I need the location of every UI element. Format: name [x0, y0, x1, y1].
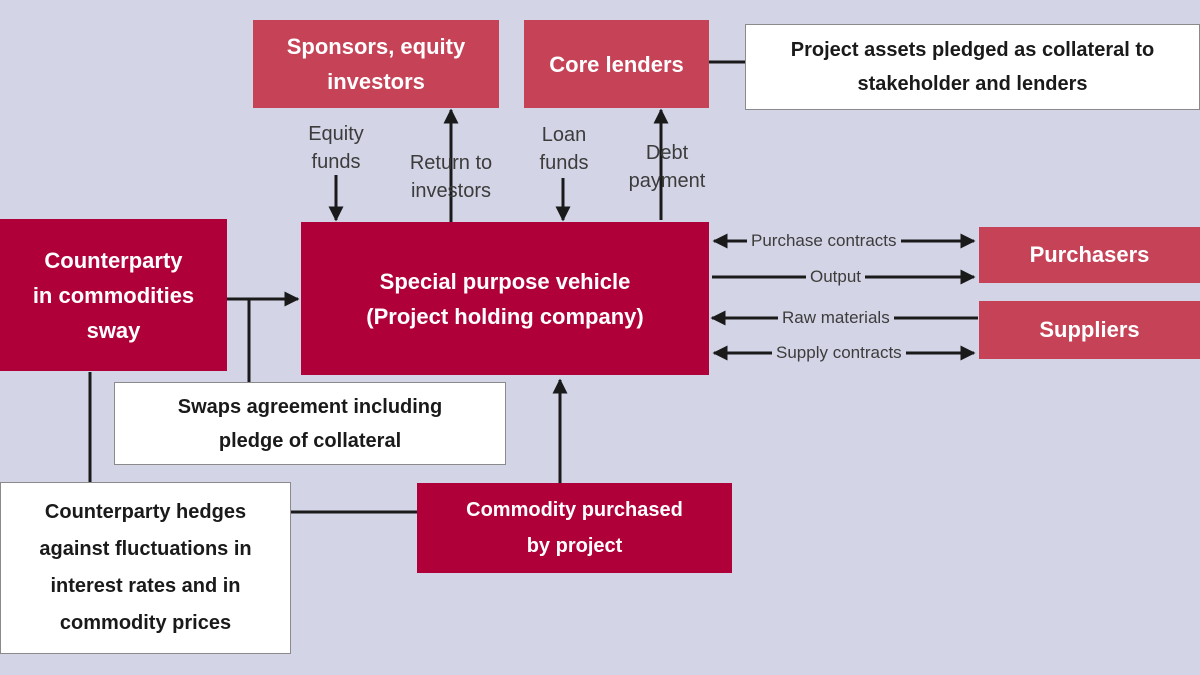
core-lenders-box: Core lenders	[524, 20, 709, 108]
purchase-contracts-label: Purchase contracts	[747, 231, 901, 251]
loan-funds-label: Loan funds	[539, 124, 589, 174]
purchasers-box: Purchasers	[979, 227, 1200, 283]
swaps-note: Swaps agreement including pledge of coll…	[114, 382, 506, 465]
output-label: Output	[806, 267, 866, 287]
suppliers-box: Suppliers	[979, 301, 1200, 359]
supply-contracts-label: Supply contracts	[772, 343, 906, 363]
raw-materials-label: Raw materials	[778, 308, 894, 328]
debt-payment-label: Debt payment	[628, 142, 706, 192]
collateral-note: Project assets pledged as collateral to …	[745, 24, 1200, 110]
equity-funds-label: Equity funds	[308, 123, 364, 173]
return-to-investors-label: Return to investors	[409, 152, 493, 202]
sponsors-box: Sponsors, equity investors	[253, 20, 499, 108]
commodity-box: Commodity purchased by project	[417, 483, 732, 573]
counterparty-box: Counterparty in commodities sway	[0, 219, 227, 371]
spv-box: Special purpose vehicle (Project holding…	[301, 222, 709, 375]
hedge-note: Counterparty hedges against fluctuations…	[0, 482, 291, 654]
